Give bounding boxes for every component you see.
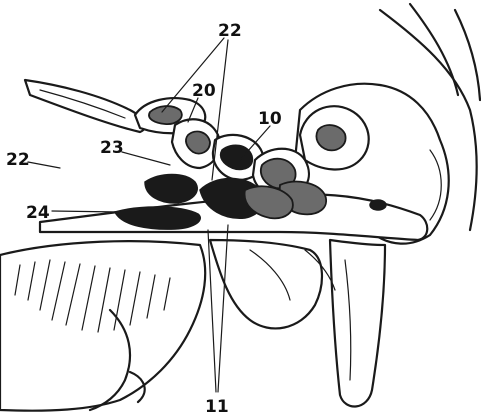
label-24: 24 (26, 203, 50, 223)
label-20: 20 (192, 81, 216, 101)
lower-left-dome (0, 241, 205, 411)
maxilla-region (210, 240, 335, 328)
label-10: 10 (258, 109, 282, 129)
petrous-region (300, 106, 369, 169)
lower-vertical-bone (330, 240, 385, 406)
label-22-top: 22 (218, 21, 242, 41)
label-22-left: 22 (6, 150, 30, 170)
label-11: 11 (205, 397, 229, 417)
upper-left-process (25, 80, 145, 132)
ethmoid-cells (135, 98, 263, 180)
label-23: 23 (100, 138, 124, 158)
